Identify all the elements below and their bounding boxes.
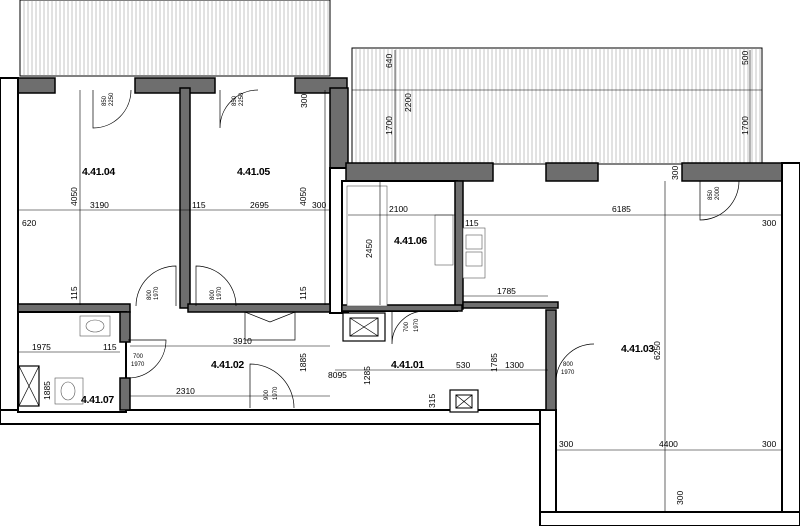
- room-label-4-41-04: 4.41.04: [82, 166, 115, 178]
- dim-2450: 2450: [364, 239, 374, 258]
- dim-1300: 1300: [505, 360, 524, 370]
- balcony-left: [19, 0, 331, 77]
- dimension-lines: [18, 50, 782, 512]
- dim-115: 115: [69, 286, 79, 300]
- dim-4400: 4400: [659, 439, 678, 449]
- dim-115: 115: [192, 200, 206, 210]
- dim-1700: 1700: [384, 116, 394, 135]
- balcony-right: [351, 47, 763, 165]
- dim-6250: 6250: [652, 341, 662, 360]
- window-height: 2000: [715, 186, 721, 200]
- room-label-4-41-03: 4.41.03: [621, 343, 654, 355]
- dim-6185: 6185: [612, 204, 631, 214]
- door-height: 1970: [561, 370, 575, 376]
- dim-2200: 2200: [403, 93, 413, 112]
- dim-300: 300: [675, 491, 685, 505]
- dim-115: 115: [465, 218, 479, 228]
- dim-115: 115: [103, 342, 117, 352]
- dim-3910: 3910: [233, 336, 252, 346]
- dim-1885: 1885: [42, 381, 52, 400]
- dim-4050: 4050: [69, 187, 79, 206]
- door-height: 1970: [217, 286, 223, 300]
- room-label-4-41-02: 4.41.02: [211, 359, 244, 371]
- window-height: 2250: [109, 92, 115, 106]
- door-height: 1970: [154, 286, 160, 300]
- door-width: 700: [404, 321, 410, 332]
- dim-4050: 4050: [298, 187, 308, 206]
- dim-115: 115: [298, 286, 308, 300]
- door-height: 1970: [414, 318, 420, 332]
- door-width: 800: [147, 289, 153, 300]
- window-height: 2250: [239, 92, 245, 106]
- room-label-4-41-05: 4.41.05: [237, 166, 270, 178]
- dim-300: 300: [559, 439, 573, 449]
- dim-530: 530: [456, 360, 470, 370]
- room-label-4-41-06: 4.41.06: [394, 235, 427, 247]
- dim-1785: 1785: [489, 353, 499, 372]
- dim-300: 300: [299, 94, 309, 108]
- fixtures: [18, 185, 486, 413]
- interior-walls: [17, 180, 559, 413]
- room-label-4-41-01: 4.41.01: [391, 359, 424, 371]
- dim-640: 640: [384, 54, 394, 68]
- dim-1285: 1285: [362, 366, 372, 385]
- window-width: 850: [708, 189, 714, 200]
- dim-1700: 1700: [740, 116, 750, 135]
- door-width: 900: [264, 389, 270, 400]
- room-label-4-41-07: 4.41.07: [81, 394, 114, 406]
- dim-2695: 2695: [250, 200, 269, 210]
- dim-1975: 1975: [32, 342, 51, 352]
- dim-1885: 1885: [298, 353, 308, 372]
- dim-8095: 8095: [328, 370, 347, 380]
- window-width: 850: [232, 95, 238, 106]
- dim-3190: 3190: [90, 200, 109, 210]
- dim-1785: 1785: [497, 286, 516, 296]
- door-height: 1970: [273, 386, 279, 400]
- dim-300: 300: [312, 200, 326, 210]
- dim-500: 500: [740, 51, 750, 65]
- dim-300: 300: [670, 166, 680, 180]
- dim-300: 300: [762, 218, 776, 228]
- dim-2310: 2310: [176, 386, 195, 396]
- door-height: 1970: [131, 362, 145, 368]
- dim-300: 300: [762, 439, 776, 449]
- window-width: 850: [102, 95, 108, 106]
- door-width: 700: [133, 354, 144, 360]
- dim-620: 620: [22, 218, 36, 228]
- door-swings: [92, 89, 740, 409]
- door-width: 800: [210, 289, 216, 300]
- dim-315: 315: [427, 394, 437, 408]
- door-width: 800: [563, 362, 574, 368]
- dim-2100: 2100: [389, 204, 408, 214]
